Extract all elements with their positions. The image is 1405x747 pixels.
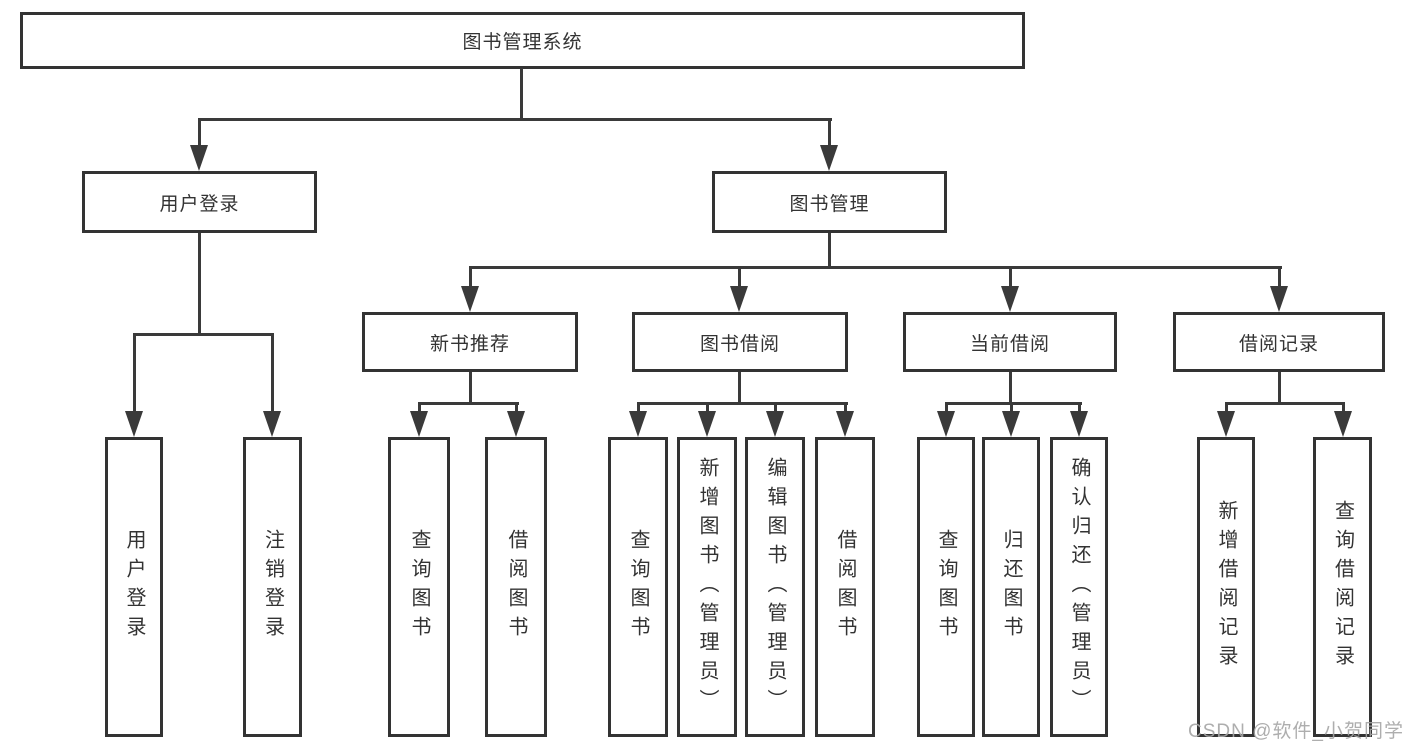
arrow-down-icon [461, 286, 479, 312]
arrow-down-icon [410, 411, 428, 437]
connector-trunk [520, 68, 523, 120]
csdn-watermark: CSDN @软件_小贺同学 [1188, 721, 1404, 742]
connector-rail [418, 402, 519, 405]
leaf-records-add-record: 新增借阅记录 [1197, 437, 1255, 737]
connector-trunk [828, 233, 831, 269]
connector-stem [945, 402, 948, 414]
connector-stem [271, 333, 274, 413]
connector-stem [1010, 402, 1013, 414]
leaf-borrowing-query-books: 查询图书 [608, 437, 668, 737]
connector-rail [133, 333, 274, 336]
arrow-down-icon [125, 411, 143, 437]
leaf-borrowing-borrow-books: 借阅图书 [815, 437, 875, 737]
arrow-down-icon [730, 286, 748, 312]
leaf-newbooks-borrow-books: 借阅图书 [485, 437, 547, 737]
connector-stem [828, 118, 831, 148]
node-user-login: 用户登录 [82, 171, 317, 233]
connector-stem [637, 402, 640, 414]
connector-trunk [1278, 372, 1281, 405]
connector-stem [1278, 266, 1281, 288]
arrow-down-icon [263, 411, 281, 437]
arrow-down-icon [766, 411, 784, 437]
arrow-down-icon [937, 411, 955, 437]
leaf-borrowing-add-books-admin: 新增图书（管理员） [677, 437, 737, 737]
connector-stem [774, 402, 777, 414]
leaf-user-login: 用户登录 [105, 437, 163, 737]
leaf-current-confirm-return-admin: 确认归还（管理员） [1050, 437, 1108, 737]
node-borrowing-records: 借阅记录 [1173, 312, 1385, 372]
connector-stem [515, 402, 518, 414]
connector-rail [198, 118, 832, 121]
connector-rail [945, 402, 1082, 405]
arrow-down-icon [629, 411, 647, 437]
node-book-management: 图书管理 [712, 171, 947, 233]
connector-trunk [469, 372, 472, 405]
arrow-down-icon [1001, 286, 1019, 312]
arrow-down-icon [1217, 411, 1235, 437]
connector-trunk [738, 372, 741, 405]
connector-stem [198, 118, 201, 148]
leaf-newbooks-query-books: 查询图书 [388, 437, 450, 737]
arrow-down-icon [1334, 411, 1352, 437]
arrow-down-icon [1002, 411, 1020, 437]
arrow-down-icon [1070, 411, 1088, 437]
connector-stem [418, 402, 421, 414]
connector-trunk [1009, 372, 1012, 405]
connector-stem [1009, 266, 1012, 288]
arrow-down-icon [836, 411, 854, 437]
leaf-current-query-books: 查询图书 [917, 437, 975, 737]
leaf-borrowing-edit-books-admin: 编辑图书（管理员） [745, 437, 805, 737]
connector-stem [706, 402, 709, 414]
connector-rail [469, 266, 1282, 269]
connector-trunk [198, 233, 201, 336]
connector-stem [469, 266, 472, 288]
connector-stem [133, 333, 136, 413]
arrow-down-icon [698, 411, 716, 437]
connector-stem [1342, 402, 1345, 414]
arrow-down-icon [1270, 286, 1288, 312]
leaf-logout: 注销登录 [243, 437, 302, 737]
arrow-down-icon [507, 411, 525, 437]
connector-rail [637, 402, 848, 405]
connector-stem [844, 402, 847, 414]
leaf-current-return-books: 归还图书 [982, 437, 1040, 737]
connector-stem [738, 266, 741, 288]
node-current-borrowing: 当前借阅 [903, 312, 1117, 372]
node-root: 图书管理系统 [20, 12, 1025, 69]
connector-rail [1225, 402, 1345, 405]
connector-stem [1078, 402, 1081, 414]
connector-stem [1225, 402, 1228, 414]
node-book-borrowing: 图书借阅 [632, 312, 848, 372]
arrow-down-icon [190, 145, 208, 171]
arrow-down-icon [820, 145, 838, 171]
node-new-book-recommend: 新书推荐 [362, 312, 578, 372]
leaf-records-query-record: 查询借阅记录 [1313, 437, 1372, 737]
